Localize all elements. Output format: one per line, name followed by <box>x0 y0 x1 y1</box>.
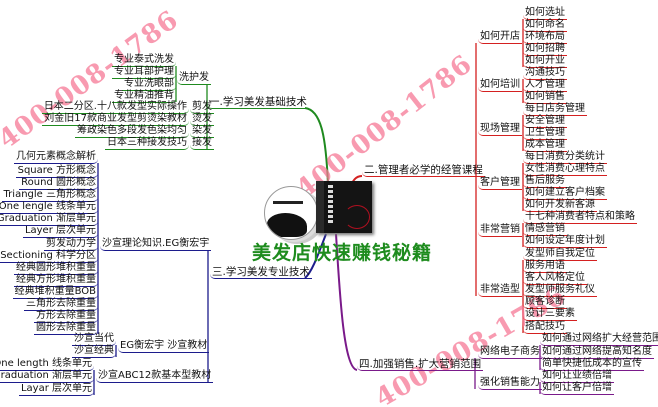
dvd-disc-image <box>264 186 318 240</box>
topic-node[interactable]: 剪发 <box>190 101 214 114</box>
book-cover-image <box>316 181 372 233</box>
leaf-node[interactable]: 简单快捷低成本的宣传 <box>540 358 644 371</box>
leaf-node[interactable]: 成本管理 <box>523 139 567 152</box>
leaf-node[interactable]: 每日消费分类统计 <box>523 151 607 164</box>
leaf-node[interactable]: 如何开业 <box>523 55 567 68</box>
leaf-node[interactable]: 每日店务管理 <box>523 103 587 116</box>
topic-node[interactable]: 现场管理 <box>478 123 522 136</box>
topic-node[interactable]: 客户管理 <box>478 177 522 190</box>
leaf-node[interactable]: 刘金旧17款商业发型剪烫染教材 <box>42 113 189 126</box>
leaf-node[interactable]: 如何设定年度计划 <box>523 235 607 248</box>
topic-node[interactable]: 接发 <box>190 137 214 150</box>
leaf-node[interactable]: 经典方形堆积重量 <box>14 274 98 287</box>
leaf-node[interactable]: 专业泰式洗发 <box>112 54 176 67</box>
leaf-node[interactable]: Graduation 渐层单元 <box>0 370 94 383</box>
topic-node[interactable]: EG衡宏宇 沙宣教材 <box>118 340 210 353</box>
leaf-node[interactable]: 卫生管理 <box>523 127 567 140</box>
leaf-node[interactable]: Triangle 三角形概念 <box>1 189 98 202</box>
leaf-node[interactable]: 圆形去除重量 <box>34 322 98 335</box>
leaf-node[interactable]: 情感营销 <box>523 223 567 236</box>
leaf-node[interactable]: 服务用语 <box>523 260 567 273</box>
topic-node[interactable]: 烫发 <box>190 113 214 126</box>
leaf-node[interactable]: 筹政染色多段发色染均匀 <box>75 125 189 138</box>
leaf-node[interactable]: 方形去除重量 <box>34 310 98 323</box>
center-title: 美发店快速赚钱秘籍 <box>252 242 433 264</box>
leaf-node[interactable]: 十七种消费者特点和策略 <box>523 211 637 224</box>
topic-node[interactable]: 网络电子商务 <box>478 346 542 359</box>
leaf-node[interactable]: 日本三种接发技巧 <box>105 137 189 150</box>
leaf-node[interactable]: One length 线条单元 <box>0 358 94 371</box>
leaf-node[interactable]: 专业耳部护理 <box>112 66 176 79</box>
leaf-node[interactable]: 沙宣当代 <box>72 333 116 346</box>
leaf-node[interactable]: 如何选址 <box>523 7 567 20</box>
leaf-node[interactable]: 日本二分区.十八款发型实际操作 <box>41 101 189 114</box>
leaf-node[interactable]: 客人风格定位 <box>523 272 587 285</box>
leaf-node[interactable]: 如何建立客户档案 <box>523 187 607 200</box>
leaf-node[interactable]: 如何销售 <box>523 91 567 104</box>
leaf-node[interactable]: 剪发动力学 <box>44 238 98 251</box>
leaf-node[interactable]: 如何通过网络扩大经营范围 <box>540 333 658 346</box>
topic-node[interactable]: 沙宣ABC12款基本型教材 <box>96 370 214 383</box>
leaf-node[interactable]: 发型师服务礼仪 <box>523 284 597 297</box>
leaf-node[interactable]: 人才管理 <box>523 79 567 92</box>
leaf-node[interactable]: 如何通过网络提高知名度 <box>540 346 654 359</box>
branch-professional-skills[interactable]: 三.学习美发专业技术 <box>210 266 312 279</box>
branch-sales-expansion[interactable]: 四.加强销售.扩大营销范围 <box>357 358 484 371</box>
leaf-node[interactable]: 专业洗眼部 <box>122 78 176 91</box>
connector-line <box>304 107 329 185</box>
topic-node[interactable]: 强化销售能力 <box>478 377 542 390</box>
leaf-node[interactable]: 发型师自我定位 <box>523 248 597 261</box>
leaf-node[interactable]: Layer 层次单元 <box>22 225 98 238</box>
leaf-node[interactable]: Graduation 渐层单元 <box>0 213 98 226</box>
leaf-node[interactable]: 几何元素概念解析 <box>14 151 98 164</box>
leaf-node[interactable]: Square 方形概念 <box>15 165 98 178</box>
leaf-node[interactable]: 环境布局 <box>523 31 567 44</box>
branch-management-courses[interactable]: 二.管理者必学的经管课程 <box>362 164 485 177</box>
leaf-node[interactable]: 如何开发新客源 <box>523 199 597 212</box>
leaf-node[interactable]: Layar 层次单元 <box>18 383 94 396</box>
topic-node[interactable]: 如何培训 <box>478 79 522 92</box>
leaf-node[interactable]: 经典堆积重量BOB <box>12 286 98 299</box>
leaf-node[interactable]: 三角形去除重量 <box>24 298 98 311</box>
topic-node[interactable]: 染发 <box>190 125 214 138</box>
leaf-node[interactable]: 顾客诊断 <box>523 296 567 309</box>
connector-line <box>335 233 358 371</box>
leaf-node[interactable]: 经典圆形堆积重量 <box>14 262 98 275</box>
leaf-node[interactable]: 如何让客户倍增 <box>540 382 614 395</box>
leaf-node[interactable]: 搭配技巧 <box>523 321 567 334</box>
connector-line <box>304 233 327 279</box>
leaf-node[interactable]: 如何命名 <box>523 19 567 32</box>
leaf-node[interactable]: 如何招聘 <box>523 43 567 56</box>
leaf-node[interactable]: 专业精油推背 <box>112 90 176 103</box>
leaf-node[interactable]: 设计三要素 <box>523 308 577 321</box>
topic-node[interactable]: 非常造型 <box>478 284 522 297</box>
leaf-node[interactable]: Round 圆形概念 <box>19 177 98 190</box>
leaf-node[interactable]: 沟通技巧 <box>523 67 567 80</box>
leaf-node[interactable]: 沙宣经典 <box>72 345 116 358</box>
topic-node[interactable]: 沙宣理论知识.EG衡宏宇 <box>100 238 212 251</box>
topic-node[interactable]: 如何开店 <box>478 31 522 44</box>
topic-node[interactable]: 洗护发 <box>177 72 211 85</box>
leaf-node[interactable]: One lengle 线条单元 <box>0 201 98 214</box>
branch-basic-skills[interactable]: 一.学习美发基础技术 <box>207 96 309 109</box>
leaf-node[interactable]: 售后服务 <box>523 175 567 188</box>
leaf-node[interactable]: 安全管理 <box>523 115 567 128</box>
leaf-node[interactable]: Sectioning 科学分区 <box>0 250 98 263</box>
topic-node[interactable]: 非常营销 <box>478 224 522 237</box>
leaf-node[interactable]: 如何让业绩倍增 <box>540 370 614 383</box>
